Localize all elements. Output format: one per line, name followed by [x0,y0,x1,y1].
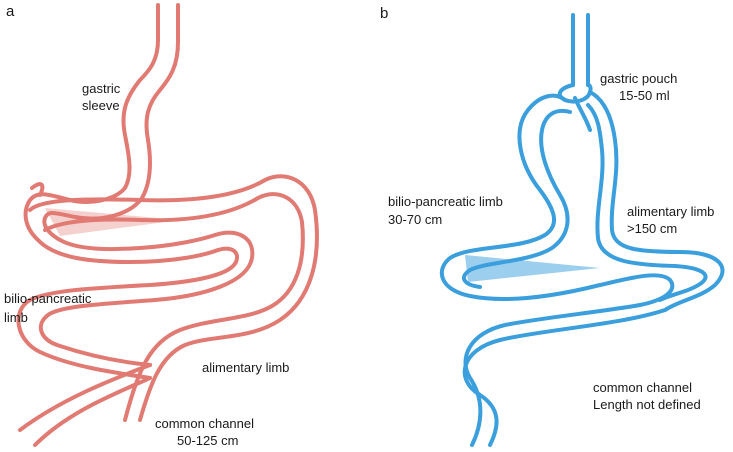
label-gastric-pouch-line1: gastric pouch [600,71,677,86]
remnant-stomach-outer [439,93,602,302]
label-bilio-pancreatic-limb-line1: bilio-pancreatic limb [388,194,503,209]
alimentary-limb-inner [586,103,708,302]
gastric-pouch-outline [557,82,593,104]
alimentary-loop-outer [28,174,319,422]
common-channel-right [18,363,152,432]
alimentary-limb-outer [588,90,725,312]
label-alimentary-limb: alimentary limb [202,360,289,375]
label-gastric-sleeve-line2: sleeve [82,98,120,113]
label-bilio-pancreatic-line1: bilio-pancreatic [4,291,92,306]
label-bilio-pancreatic-line2: limb [4,310,28,325]
bilio-limb-loop [598,273,675,307]
common-channel-outer [462,308,667,447]
label-common-channel-line1: common channel [155,416,254,431]
label-common-channel-b-line2: Length not defined [593,397,701,412]
shaded-region-a [45,208,180,236]
panel-letter-a: a [6,3,15,20]
pouch-link [573,96,592,132]
label-gastric-pouch-line2: 15-50 ml [619,88,670,103]
label-alimentary-limb-line2: >150 cm [627,221,677,236]
common-channel-left [33,376,152,447]
shaded-region-b [465,255,600,282]
label-gastric-sleeve-line1: gastric [82,81,121,96]
panel-letter-b: b [380,5,388,22]
bilio-limb-outer [30,182,45,197]
label-bilio-pancreatic-limb-line2: 30-70 cm [388,212,442,227]
common-channel-inner [463,303,642,447]
panel-a [16,3,319,447]
bilio-limb-loop-2 [38,230,255,367]
bilio-limb-loop-1 [16,246,239,380]
label-common-channel-b-line1: common channel [593,380,692,395]
sleeve-outline-right [42,3,217,252]
label-common-channel-line2: 50-125 cm [177,433,238,448]
alimentary-loop-inner [43,192,305,422]
label-alimentary-limb-line1: alimentary limb [627,204,714,219]
